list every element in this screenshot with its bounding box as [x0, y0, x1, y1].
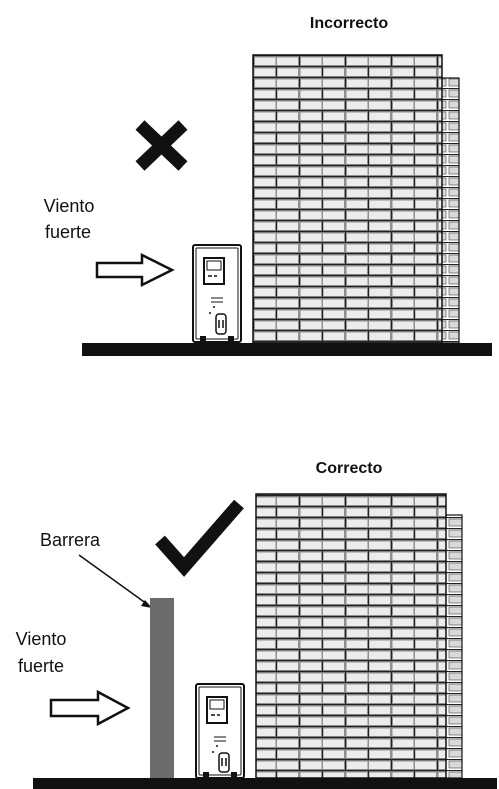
building [252, 54, 460, 344]
wind-arrow-icon [49, 689, 131, 727]
wind-label-line2: fuerte [45, 222, 91, 242]
wind-label-line1: Viento [44, 196, 95, 216]
panel-title: Incorrecto [310, 15, 388, 32]
wind-label-line1: Viento [16, 629, 67, 649]
outdoor-unit-icon [195, 683, 245, 779]
ground [82, 343, 492, 356]
panel-title: Correcto [316, 460, 383, 477]
ground [33, 778, 497, 789]
barrier-leader-arrow [78, 554, 152, 608]
wind-arrow-icon [95, 252, 175, 288]
cross-mark-icon [135, 120, 188, 171]
barrier-wall [150, 598, 174, 778]
outdoor-unit-icon [192, 244, 242, 343]
barrier-label: Barrera [40, 530, 101, 550]
wind-label-line2: fuerte [18, 656, 64, 676]
panel-incorrect: Incorrecto Viento fuerte [44, 15, 492, 356]
check-mark-icon [155, 499, 244, 577]
panel-correct: Correcto Barrera Viento fuerte [16, 460, 497, 789]
building [255, 493, 463, 779]
